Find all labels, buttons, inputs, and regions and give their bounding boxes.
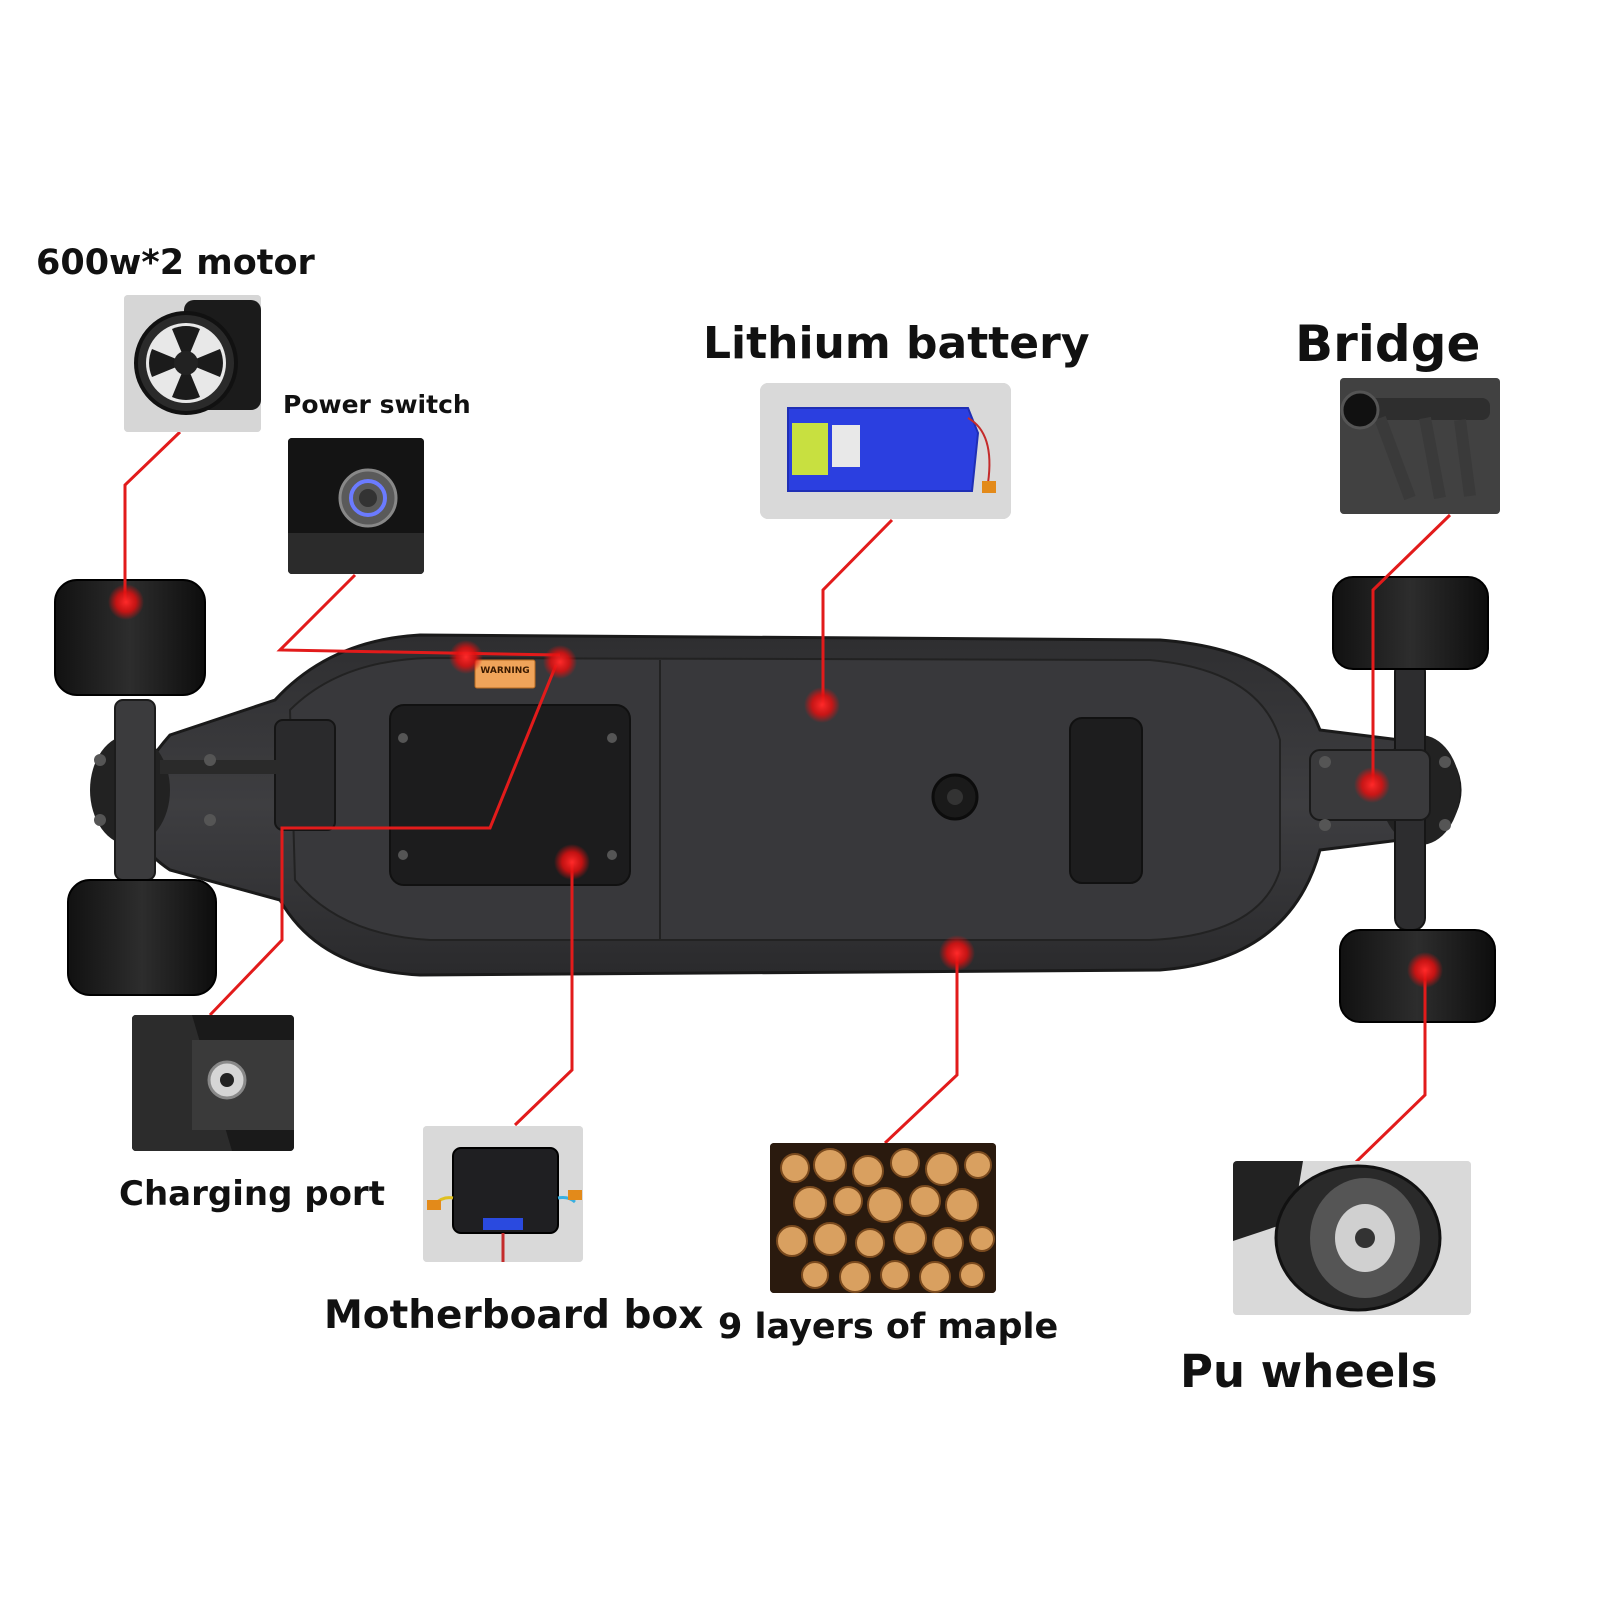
- callout-line-maple: [883, 953, 959, 1145]
- maple-label: 9 layers of maple: [718, 1307, 1059, 1347]
- motor-label: 600w*2 motor: [36, 243, 315, 283]
- charging-port-label: Charging port: [119, 1174, 385, 1214]
- callout-dot-battery: [804, 687, 840, 723]
- power-switch-label: Power switch: [283, 390, 471, 419]
- callout-line-motherboard: [513, 862, 574, 1127]
- bridge-thumbnail: [1340, 378, 1500, 514]
- motherboard-icon: [423, 1126, 583, 1262]
- motherboard-box-label: Motherboard box: [324, 1293, 704, 1338]
- warning-sticker: [474, 659, 536, 689]
- charging-port-thumbnail: [132, 1015, 294, 1151]
- callout-dot-motor: [108, 584, 144, 620]
- pu-wheels-label: Pu wheels: [1180, 1345, 1438, 1398]
- callout-dot-bridge: [1354, 767, 1390, 803]
- pu-wheel-icon: [1233, 1161, 1471, 1315]
- callout-dot-motherboard: [554, 844, 590, 880]
- callout-line-battery: [821, 518, 894, 705]
- left-truck: [90, 699, 280, 881]
- wheel-left-bottom: [67, 879, 217, 996]
- callout-dots: [108, 584, 1443, 988]
- callout-line-pu-wheels: [1353, 970, 1427, 1165]
- motor-thumbnail: [124, 295, 261, 432]
- lithium-battery-label: Lithium battery: [703, 318, 1090, 369]
- power-button-icon: [288, 438, 424, 574]
- motherboard-thumbnail: [423, 1126, 583, 1262]
- battery-thumbnail: [760, 383, 1011, 519]
- motor-icon: [124, 295, 261, 432]
- callout-line-bridge: [1371, 513, 1452, 785]
- callout-dot-pu-wheels: [1407, 952, 1443, 988]
- motherboard-panel: [389, 704, 631, 886]
- maple-logs-icon: [770, 1143, 996, 1293]
- skateboard-deck: WARNING: [131, 633, 1462, 977]
- charging-port-icon: [132, 1015, 294, 1151]
- callout-dot-maple: [939, 935, 975, 971]
- callout-line-motor: [123, 430, 182, 600]
- maple-thumbnail: [770, 1143, 996, 1293]
- battery-icon: [760, 383, 1011, 519]
- truck-bridge-icon: [1340, 378, 1500, 514]
- wheel-left-top: [54, 579, 206, 696]
- callout-dot-power-switch: [449, 640, 483, 674]
- bridge-label: Bridge: [1295, 315, 1481, 373]
- power-switch-thumbnail: [288, 438, 424, 574]
- pu-wheels-thumbnail: [1233, 1161, 1471, 1315]
- callout-line-charging-port: [208, 664, 558, 1017]
- wheel-right-top: [1332, 576, 1489, 670]
- callout-dot-switch-2: [543, 645, 577, 679]
- warning-sticker-text: WARNING: [480, 666, 529, 676]
